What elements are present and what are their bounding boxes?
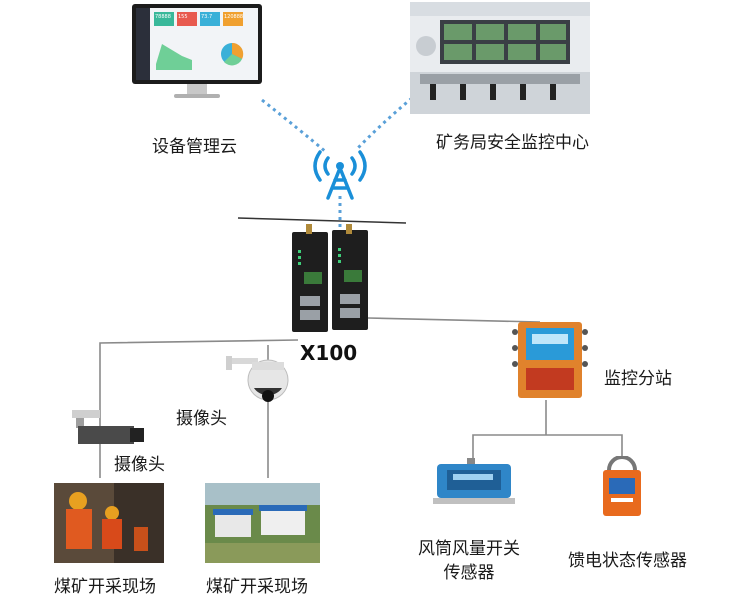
power-sensor-icon xyxy=(603,456,641,516)
wire-sensor-bus xyxy=(472,434,623,458)
wind-sensor-label-line2: 传感器 xyxy=(443,563,495,583)
power-sensor-label: 馈电状态传感器 xyxy=(568,551,687,571)
wind-sensor-label-line1: 风筒风量开关 xyxy=(418,539,520,559)
wind-sensor-icon xyxy=(433,458,515,504)
gateway-label: X100 xyxy=(300,341,358,365)
mining-site-image-1 xyxy=(54,483,164,563)
wireless-link-center xyxy=(354,96,413,152)
box-camera-icon xyxy=(72,410,144,444)
monitor-icon xyxy=(132,4,262,98)
mining-site-label-1: 煤矿开采现场 xyxy=(54,577,156,597)
wireless-link-cloud xyxy=(261,98,327,154)
box-camera-label: 摄像头 xyxy=(114,455,165,475)
tile-value-3: 73.7 xyxy=(201,14,213,20)
monitoring-substation-icon xyxy=(512,322,588,398)
mining-site-image-2 xyxy=(205,483,320,563)
tile-value-1: 78888 xyxy=(155,14,171,20)
ptz-camera-icon xyxy=(226,356,289,402)
cloud-label: 设备管理云 xyxy=(152,137,237,157)
cloud-monitor: 78888 155 73.7 120888 xyxy=(132,4,262,104)
control-center-image xyxy=(410,2,590,114)
ptz-camera-label: 摄像头 xyxy=(176,409,227,429)
mining-site-label-2: 煤矿开采现场 xyxy=(206,577,308,597)
control-center-label: 矿务局安全监控中心 xyxy=(436,133,589,153)
antenna-icon xyxy=(313,150,367,200)
tile-value-2: 155 xyxy=(178,14,188,20)
tile-value-4: 120888 xyxy=(224,14,244,20)
x100-router-icon xyxy=(292,224,368,332)
top-bus-line xyxy=(237,217,407,224)
substation-label: 监控分站 xyxy=(604,369,672,389)
wire-gateway-substation xyxy=(367,317,541,323)
